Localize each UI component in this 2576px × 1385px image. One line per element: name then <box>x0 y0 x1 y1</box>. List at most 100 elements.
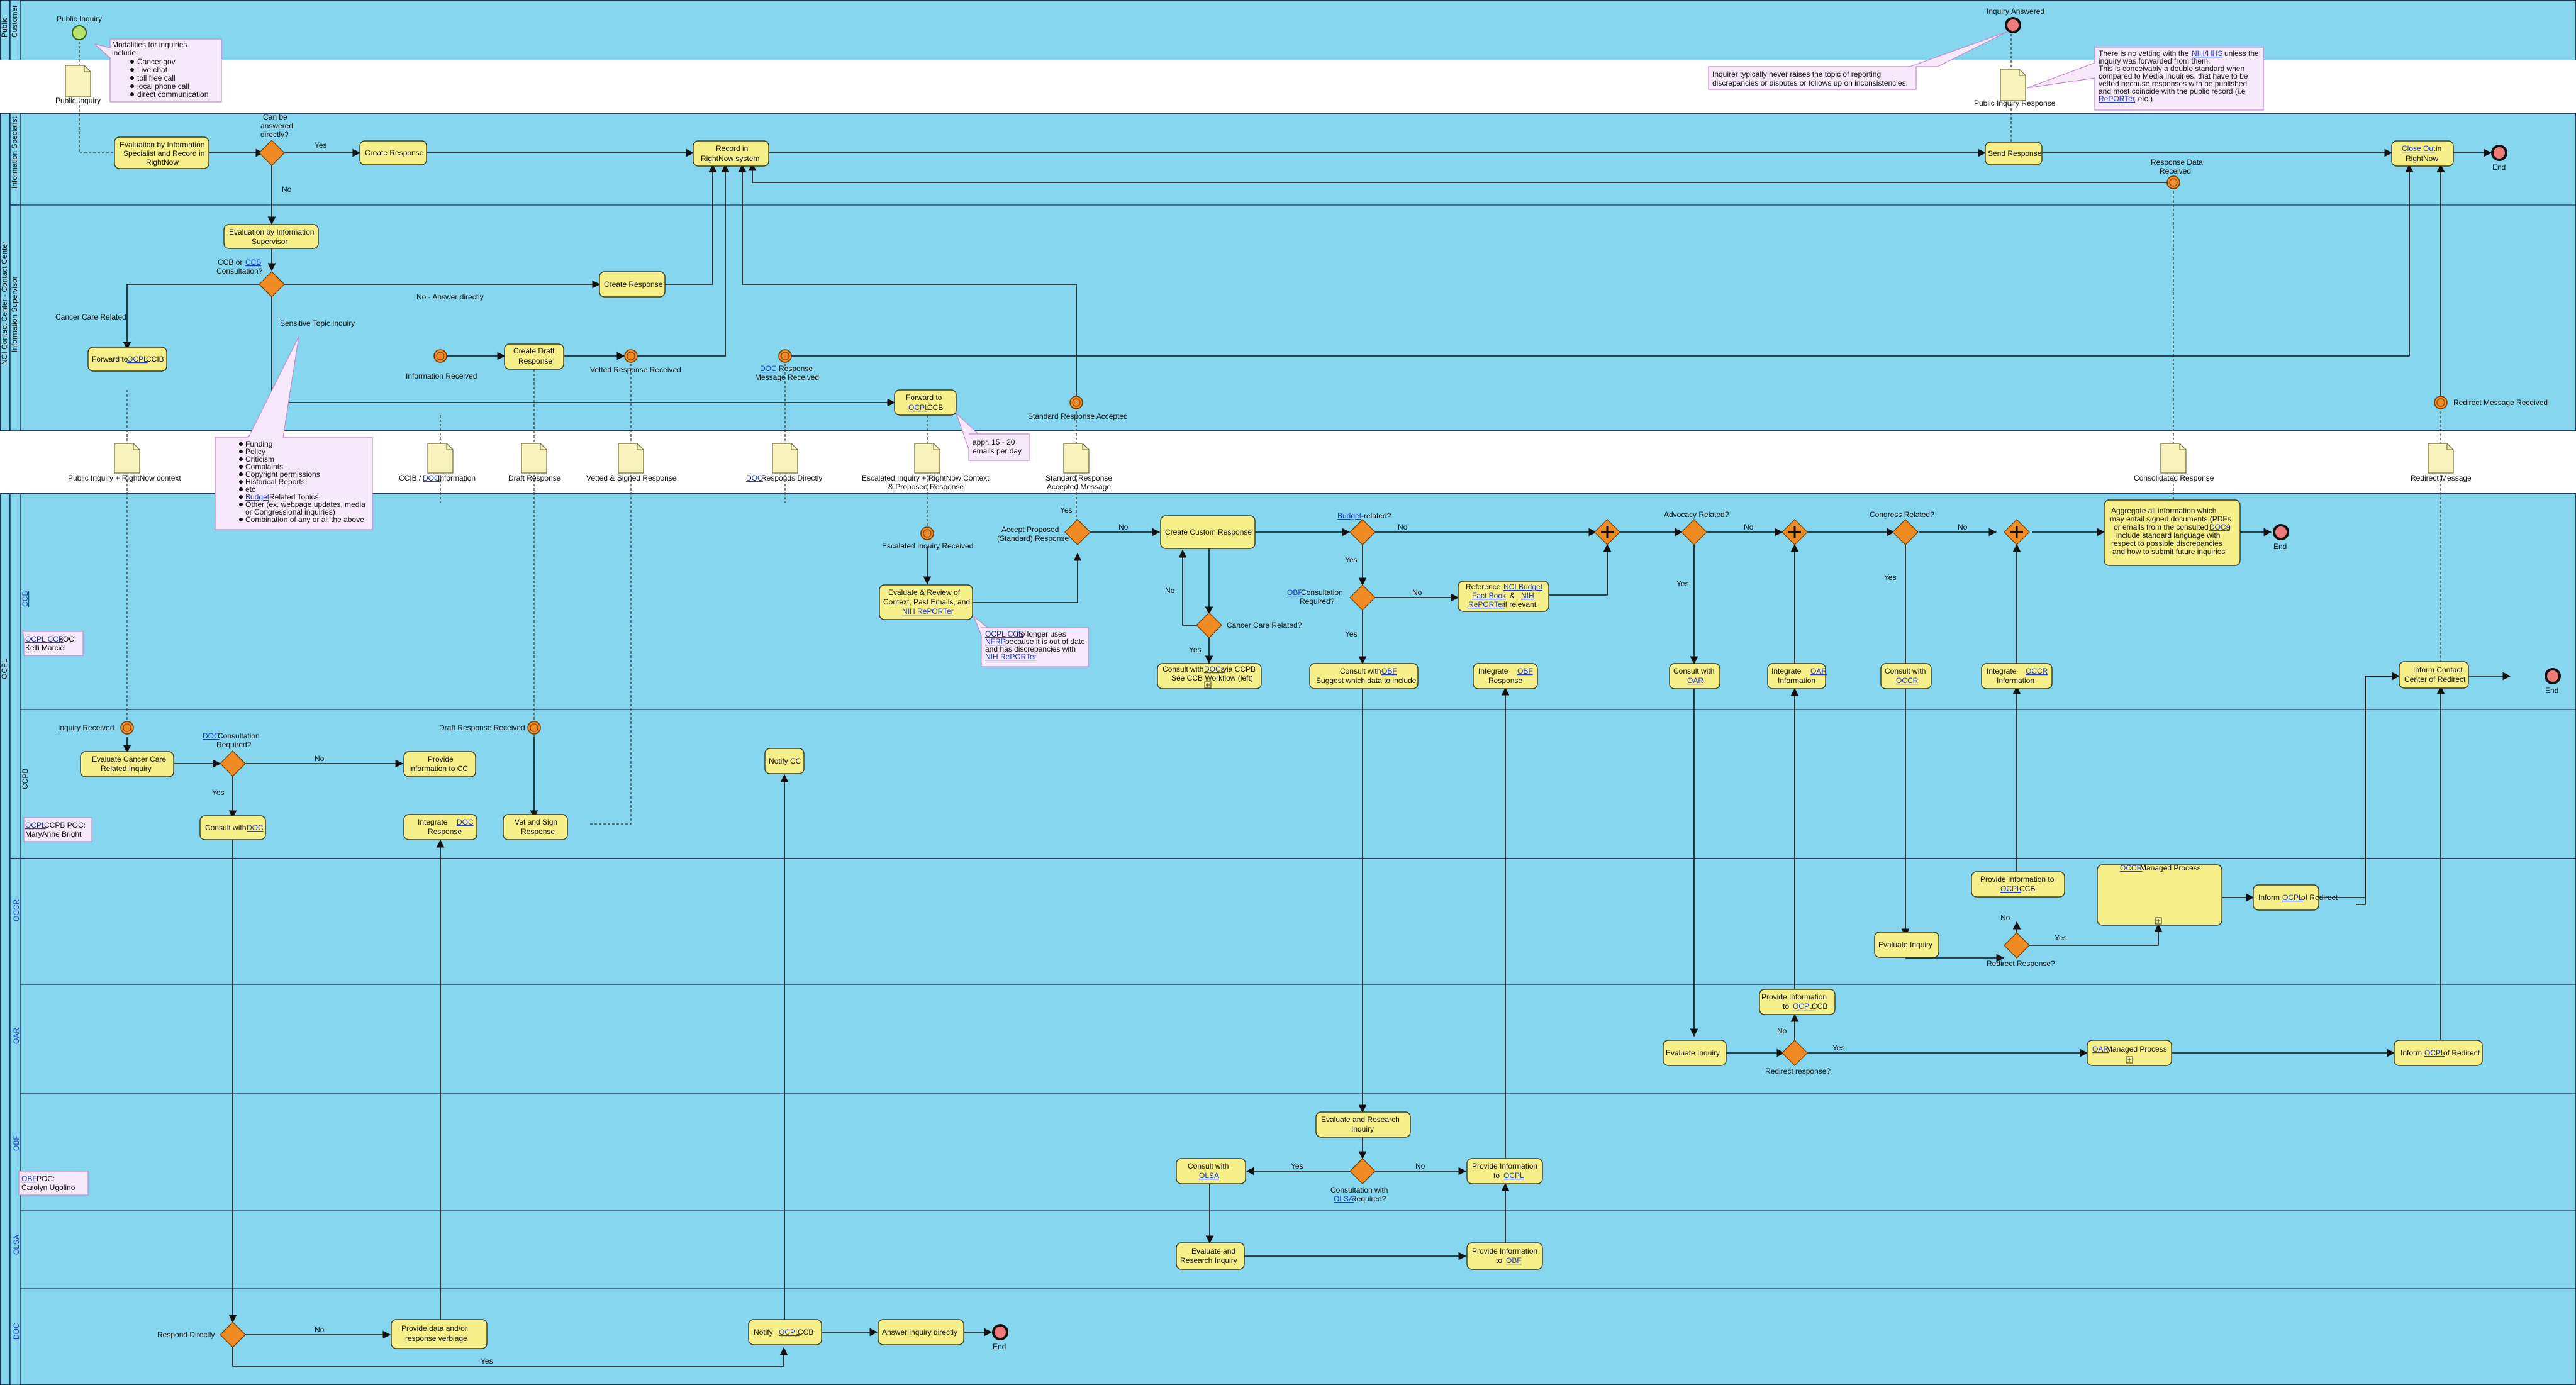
task-evaluate-ccr-inquiry[interactable]: Evaluate Cancer Care Related Inquiry <box>80 751 174 777</box>
gateway-olsa-consultation[interactable]: Consultation with OLSA Required? <box>1330 1158 1388 1203</box>
task-notify-ocpl-ccb[interactable]: Notify OCPL CCB <box>748 1319 822 1345</box>
intermediate-event-redirect-message-received[interactable]: Redirect Message Received <box>2434 396 2548 409</box>
gateway-budget-related[interactable]: Budget -related? <box>1337 511 1391 545</box>
gateway-cancer-care-related[interactable]: Cancer Care Related? <box>1196 612 1302 638</box>
svg-text:Information: Information <box>1997 676 2034 685</box>
task-aggregate-information[interactable]: Aggregate all information which may enta… <box>2104 499 2241 566</box>
gateway-can-be-answered[interactable]: Can be answered directly? <box>259 113 293 166</box>
task-answer-directly[interactable]: Answer inquiry directly <box>878 1319 964 1345</box>
gateway-accept-proposed[interactable]: Accept Proposed (Standard) Response <box>997 519 1091 545</box>
intermediate-event-doc-response-received[interactable]: DOC Response Message Received <box>755 349 819 382</box>
task-create-draft-response[interactable]: Create Draft Response <box>504 343 564 370</box>
task-provide-info-ocpl-ccb-oar[interactable]: Provide Information to OCPL CCB <box>1759 989 1836 1015</box>
end-event-specialist[interactable]: End <box>2491 145 2507 172</box>
svg-text:OBF: OBF <box>1381 667 1397 676</box>
svg-text:Inquiry Answered: Inquiry Answered <box>1987 7 2044 16</box>
svg-text:Required?: Required? <box>1300 597 1335 606</box>
document-public-inquiry[interactable]: Public Inquiry <box>55 65 101 105</box>
svg-text:Evaluation by Information: Evaluation by Information <box>120 140 204 149</box>
task-oar-managed-process[interactable]: OAR Managed Process <box>2087 1040 2172 1066</box>
document-doc-responds-directly[interactable]: DOC Responds Directly <box>746 443 822 482</box>
task-provide-info-ocpl-ccb-occr[interactable]: Provide Information to OCPL CCB <box>1971 871 2065 898</box>
task-send-response[interactable]: Send Response <box>1985 142 2043 165</box>
svg-text:OCPL: OCPL <box>2282 893 2303 902</box>
gateway-congress-related[interactable]: Congress Related? <box>1870 510 1934 545</box>
flow-label-no: No <box>315 754 325 763</box>
document-escalated-inquiry[interactable]: Escalated Inquiry + RightNow Context & P… <box>862 443 990 491</box>
task-inform-contact-center[interactable]: Inform Contact Center of Redirect <box>2399 661 2469 689</box>
flow-label-yes: Yes <box>1291 1162 1303 1171</box>
task-integrate-oar[interactable]: Integrate OAR Information <box>1767 663 1827 689</box>
task-provide-info-cc[interactable]: Provide Information to CC <box>403 751 476 777</box>
task-consult-with-doc[interactable]: Consult with DOC <box>199 815 266 840</box>
task-evaluate-inquiry-oar[interactable]: Evaluate Inquiry <box>1663 1040 1727 1066</box>
gateway-redirect-response-oar[interactable]: Redirect response? <box>1765 1040 1831 1076</box>
task-provide-data[interactable]: Provide data and/or response verbiage <box>391 1319 488 1349</box>
svg-text:RightNow system: RightNow system <box>701 154 759 163</box>
gateway-obf-consultation[interactable]: OBF Consultation Required? <box>1287 584 1376 611</box>
task-create-response-specialist[interactable]: Create Response <box>359 140 427 165</box>
parallel-gateway-2[interactable] <box>1781 519 1808 545</box>
task-evaluation-supervisor[interactable]: Evaluation by Information Supervisor <box>223 224 319 249</box>
task-evaluate-review[interactable]: Evaluate & Review of Context, Past Email… <box>879 584 973 620</box>
end-event-ccb-2[interactable]: End <box>2545 668 2561 695</box>
document-vetted-signed[interactable]: Vetted & Signed Response <box>586 443 677 482</box>
intermediate-event-response-data-received[interactable]: Response Data Received <box>2151 158 2203 189</box>
task-occr-managed-process[interactable]: OCCR Managed Process <box>2097 864 2222 926</box>
svg-text:DOC: DOC <box>746 474 763 482</box>
task-notify-cc[interactable]: Notify CC <box>764 748 805 774</box>
parallel-gateway-3[interactable] <box>2004 519 2030 545</box>
task-inform-ocpl-redirect-oar[interactable]: Inform OCPL of Redirect <box>2394 1040 2483 1066</box>
document-ccib-doc-information[interactable]: CCIB / DOC Information <box>399 443 476 482</box>
task-provide-info-obf[interactable]: Provide Information to OBF <box>1466 1242 1543 1270</box>
task-evaluation-specialist[interactable]: Evaluation by Information Specialist and… <box>114 136 209 169</box>
task-reference-nci-budget[interactable]: Reference NCI Budget Fact Book & NIH ReP… <box>1458 581 1549 612</box>
task-evaluate-research-obf[interactable]: Evaluate and Research Inquiry <box>1315 1111 1411 1138</box>
intermediate-event-vetted-response-received[interactable]: Vetted Response Received <box>590 349 681 374</box>
task-evaluate-inquiry-occr[interactable]: Evaluate Inquiry <box>1874 932 1939 958</box>
document-redirect-message[interactable]: Redirect Message <box>2411 443 2472 482</box>
intermediate-event-draft-response-received[interactable]: Draft Response Received <box>439 721 541 735</box>
start-event-public-inquiry[interactable]: Public Inquiry <box>57 14 102 40</box>
parallel-gateway-1[interactable] <box>1594 519 1620 545</box>
task-consult-oar[interactable]: Consult with OAR <box>1669 663 1720 689</box>
task-integrate-obf[interactable]: Integrate OBF Response <box>1473 663 1538 689</box>
end-event-inquiry-answered[interactable]: Inquiry Answered <box>1987 7 2044 33</box>
gateway-advocacy-related[interactable]: Advocacy Related? <box>1664 510 1729 545</box>
task-create-response-supervisor[interactable]: Create Response <box>599 271 666 298</box>
document-consolidated-response[interactable]: Consolidated Response <box>2134 443 2214 482</box>
task-record-rightnow[interactable]: Record in RightNow system <box>693 140 769 167</box>
task-integrate-occr[interactable]: Integrate OCCR Information <box>1981 663 2053 689</box>
task-vet-and-sign[interactable]: Vet and Sign Response <box>503 814 568 840</box>
end-event-ccb[interactable]: End <box>2273 524 2289 551</box>
document-pi-rightnow[interactable]: Public Inquiry + RightNow context <box>68 443 181 482</box>
end-event-doc[interactable]: End <box>992 1324 1008 1351</box>
intermediate-event-escalated-inquiry-received[interactable]: Escalated Inquiry Received <box>882 526 973 550</box>
task-close-out[interactable]: Close Out in RightNow <box>2391 140 2454 167</box>
task-consult-obf[interactable]: Consult with OBF Suggest which data to i… <box>1309 663 1419 689</box>
task-consult-occr[interactable]: Consult with OCCR <box>1880 663 1932 689</box>
task-consult-docs[interactable]: Consult with DOCs via CCPB See CCB Workf… <box>1157 663 1262 689</box>
gateway-doc-consultation[interactable]: DOC Consultation Required? <box>203 731 260 777</box>
gateway-ccb-consultation[interactable]: CCB or CCB Consultation? <box>216 258 285 298</box>
task-provide-info-ocpl-obf[interactable]: Provide Information to OCPL <box>1466 1158 1543 1184</box>
document-public-inquiry-response[interactable]: Public Inquiry Response <box>1974 69 2056 108</box>
gateway-redirect-response-occr[interactable]: Redirect Response? <box>1987 932 2055 968</box>
svg-text:or Congressional inquiries): or Congressional inquiries) <box>245 508 335 516</box>
task-evaluate-research-olsa[interactable]: Evaluate and Research Inquiry <box>1176 1242 1245 1270</box>
document-standard-response-accepted[interactable]: Standard Response Accepted Message <box>1045 443 1112 491</box>
pool-ocpl-label: OCPL <box>0 659 9 679</box>
gateway-respond-directly[interactable]: Respond Directly <box>157 1321 246 1348</box>
task-integrate-doc-response[interactable]: Integrate DOC Response <box>403 814 477 840</box>
intermediate-event-information-received[interactable]: Information Received <box>406 349 477 381</box>
intermediate-event-standard-response-accepted[interactable]: Standard Response Accepted <box>1028 396 1128 421</box>
svg-text:in: in <box>2436 144 2441 153</box>
task-consult-olsa[interactable]: Consult with OLSA <box>1176 1158 1246 1184</box>
task-inform-ocpl-redirect-occr[interactable]: Inform OCPL of Redirect <box>2253 884 2338 911</box>
document-draft-response[interactable]: Draft Response <box>508 443 561 482</box>
task-forward-ocpl-ccb[interactable]: Forward to OCPL CCB <box>894 389 957 416</box>
intermediate-event-inquiry-received[interactable]: Inquiry Received <box>58 721 134 735</box>
task-forward-ocpl-ccib[interactable]: Forward to OCPL CCIB <box>87 347 167 372</box>
svg-text:Criticism: Criticism <box>245 455 274 464</box>
task-create-custom-response[interactable]: Create Custom Response <box>1160 515 1256 549</box>
